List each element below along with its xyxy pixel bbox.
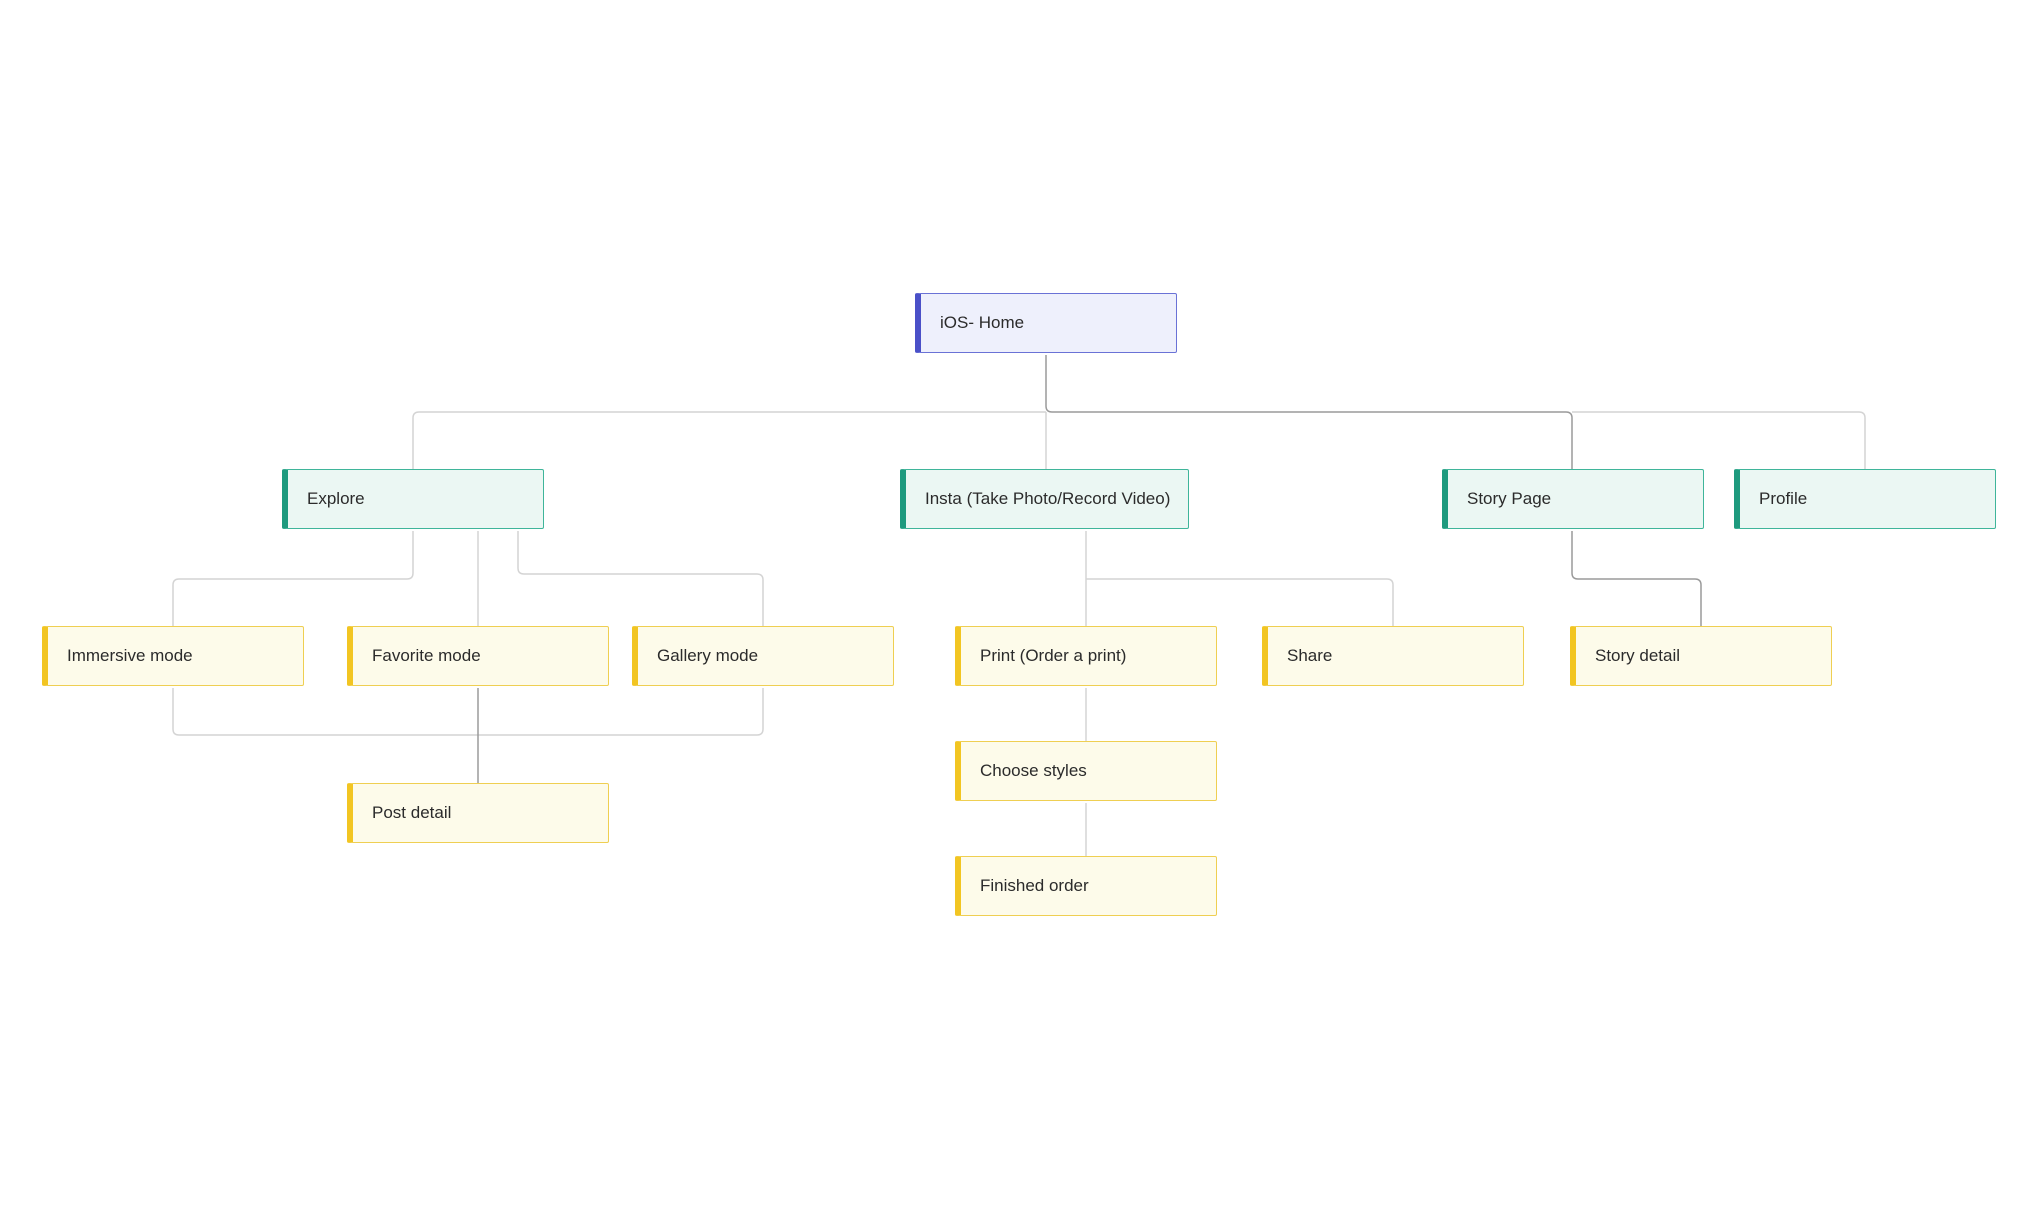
node-print-order[interactable]: Print (Order a print) [955,626,1217,686]
node-post-detail[interactable]: Post detail [347,783,609,843]
node-label: Insta (Take Photo/Record Video) [925,489,1171,508]
node-label: Explore [307,489,365,508]
node-ios-home[interactable]: iOS- Home [915,293,1177,353]
node-label: Story Page [1467,489,1552,508]
node-label: Choose styles [980,761,1087,780]
node-label: Profile [1759,489,1808,508]
connector-gallery-post [478,688,764,736]
node-favorite-mode[interactable]: Favorite mode [347,626,609,686]
connector-home-story [1565,411,1573,469]
node-label: Finished order [980,876,1089,895]
connector-home-trunk [1045,355,1566,413]
node-label: Share [1287,646,1333,665]
node-share[interactable]: Share [1262,626,1524,686]
connector-immersive-post [172,688,478,736]
node-label: Favorite mode [372,646,481,665]
connector-insta-share [1086,578,1394,626]
node-choose-styles[interactable]: Choose styles [955,741,1217,801]
connector-home-profile [1572,411,1866,469]
node-insta[interactable]: Insta (Take Photo/Record Video) [900,469,1189,529]
node-label: Immersive mode [67,646,193,665]
node-label: Post detail [372,803,452,822]
connector-story-detail [1571,531,1702,626]
connector-home-explore [412,411,1046,469]
node-immersive-mode[interactable]: Immersive mode [42,626,304,686]
node-finished-order[interactable]: Finished order [955,856,1217,916]
node-story-detail[interactable]: Story detail [1570,626,1832,686]
node-label: Story detail [1595,646,1681,665]
node-gallery-mode[interactable]: Gallery mode [632,626,894,686]
node-profile[interactable]: Profile [1734,469,1996,529]
node-story-page[interactable]: Story Page [1442,469,1704,529]
connector-explore-gallery [517,531,764,626]
node-explore[interactable]: Explore [282,469,544,529]
node-label: Gallery mode [657,646,759,665]
node-label: Print (Order a print) [980,646,1127,665]
node-label: iOS- Home [940,313,1025,332]
connector-explore-immersive [172,531,414,626]
